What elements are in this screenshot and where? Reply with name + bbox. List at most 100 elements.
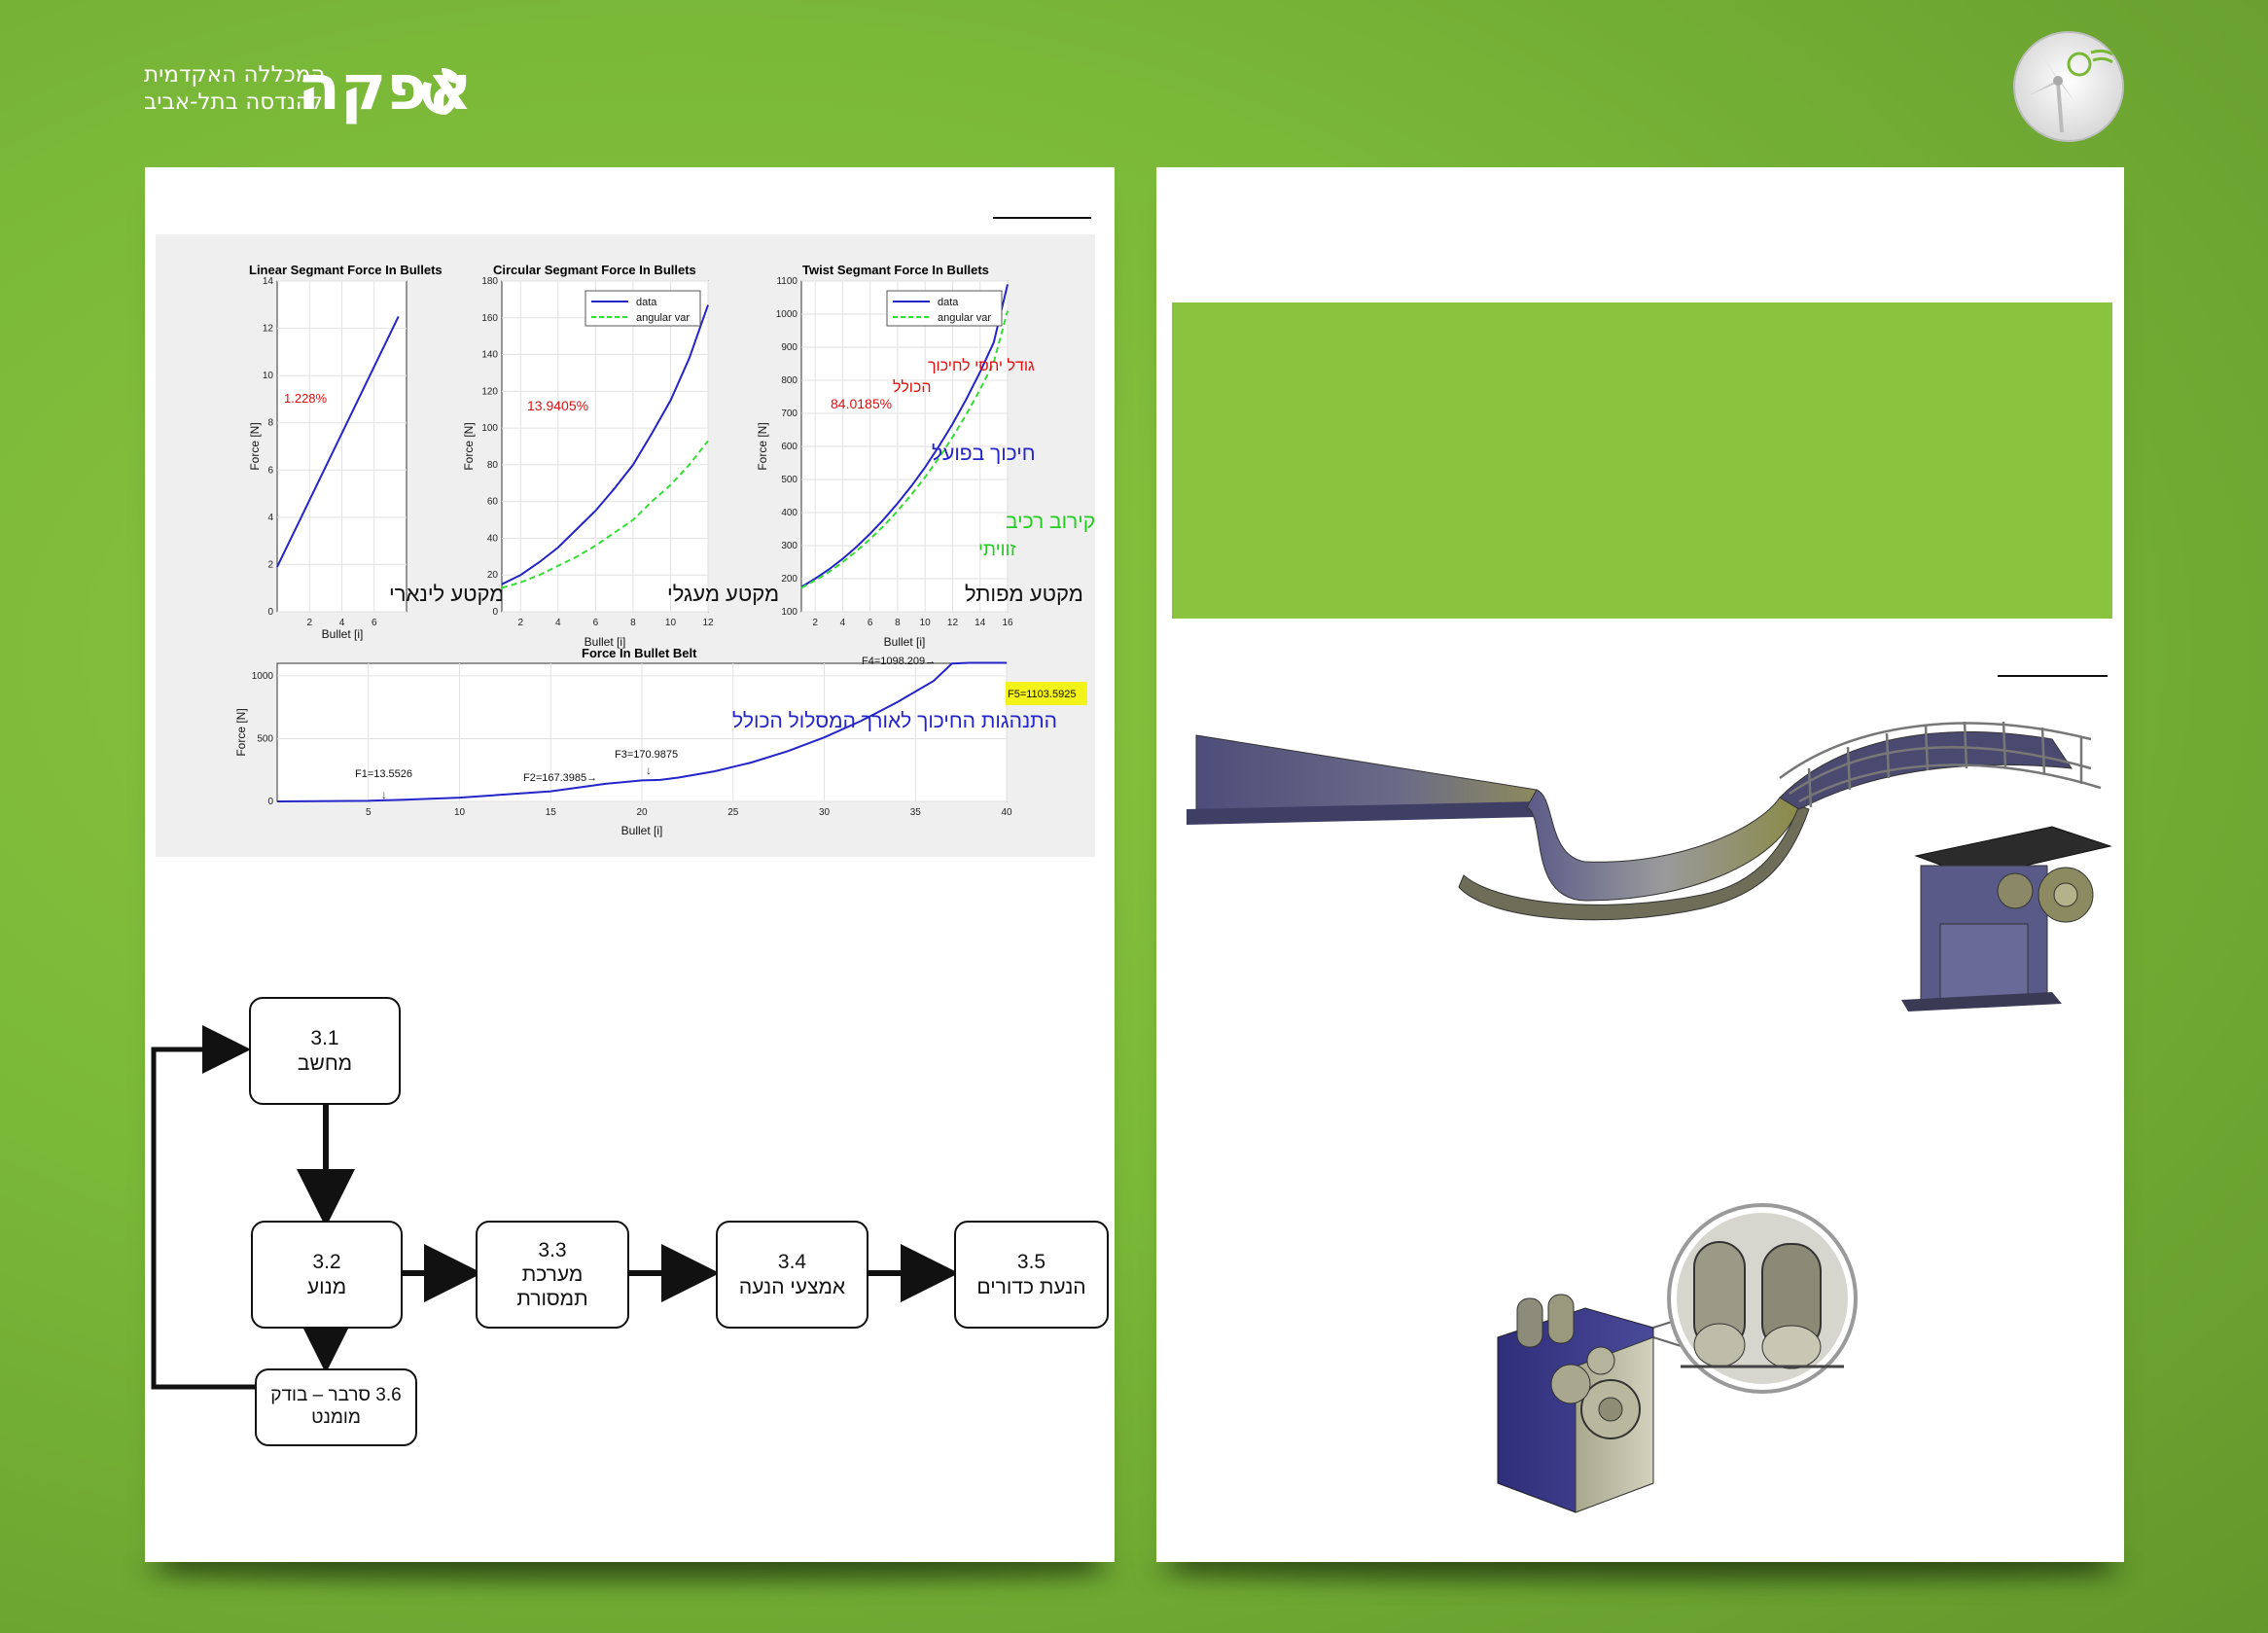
twist-ytick: 500 — [781, 475, 797, 485]
box-32-label: מנוע — [306, 1275, 347, 1298]
box-31-label: מחשב — [297, 1051, 353, 1075]
twist-annotation-line1: גודל יחסי לחיכוך — [928, 357, 1035, 374]
circular-ytick: 20 — [487, 570, 499, 581]
belt-xtick: 5 — [366, 807, 372, 818]
logo-line2: להנדסה בתל-אביב — [144, 89, 324, 115]
twist-xtick: 2 — [812, 618, 818, 628]
twist-ytick: 300 — [781, 541, 797, 551]
linear-series-data — [276, 315, 400, 568]
feedback-loop — [151, 1025, 255, 1390]
belt-xtick: 40 — [1001, 807, 1012, 818]
linear-chart-title: Linear Segmant Force In Bullets — [249, 263, 443, 277]
belt-description: התנהגות החיכוך לאורך המסלול הכולל — [732, 710, 1057, 732]
circular-ytick: 0 — [492, 607, 498, 618]
box-transmission: 3.3 מערכת תמסורת — [476, 1221, 629, 1329]
belt-xlabel: Bullet [i] — [621, 824, 663, 837]
linear-ytick: 8 — [267, 418, 273, 429]
right-heading-rule — [1998, 675, 2108, 677]
twist-annotation-line2: הכולל — [893, 378, 932, 396]
linear-ytick: 4 — [267, 513, 273, 523]
twist-ytick: 400 — [781, 508, 797, 518]
twist-legend: data angular var — [886, 290, 1003, 327]
twist-ytick: 900 — [781, 342, 797, 353]
belt-f3-arrow: ↓ — [646, 763, 652, 777]
linear-ytick: 14 — [263, 276, 274, 287]
green-highlight-block — [1172, 302, 2112, 619]
circular-xlabel: Bullet [i] — [585, 635, 626, 649]
circular-series-data — [501, 304, 709, 586]
twist-xlabel: Bullet [i] — [884, 635, 926, 649]
linear-xtick: 4 — [339, 618, 345, 628]
box-33-label1: מערכת — [521, 1262, 584, 1286]
box-31-number: 3.1 — [310, 1027, 339, 1050]
circular-percent: 13.9405% — [527, 398, 588, 413]
twist-ytick: 700 — [781, 408, 797, 419]
twist-xtick: 10 — [920, 618, 932, 628]
box-ball-drive: 3.5 הנעת כדורים — [954, 1221, 1109, 1329]
left-heading-rule — [993, 217, 1091, 219]
college-logo: המכללה האקדמית להנדסה בתל-אביב אפקה — [144, 53, 473, 126]
belt-f1-arrow: ↓ — [381, 788, 387, 801]
box-34-number: 3.4 — [777, 1251, 807, 1274]
twist-xtick: 12 — [947, 618, 959, 628]
belt-xtick: 10 — [454, 807, 466, 818]
circular-xtick: 10 — [665, 618, 677, 628]
circular-series-angular-var — [501, 440, 709, 589]
twist-xtick: 8 — [895, 618, 901, 628]
twist-segment-label: מקטע מפותל — [965, 582, 1083, 606]
circular-ytick: 60 — [487, 497, 499, 508]
circular-ytick: 40 — [487, 533, 499, 544]
belt-ytick: 0 — [267, 797, 273, 807]
linear-segment-label: מקטע לינארי — [389, 582, 504, 606]
twist-ytick: 1000 — [776, 309, 798, 320]
box-servo-torque: 3.6 סרבר – בודק מומנט — [255, 1368, 417, 1446]
twist-legend-data: data — [938, 297, 959, 308]
linear-ytick: 0 — [267, 607, 273, 618]
linear-ytick: 10 — [263, 371, 274, 381]
box-33-label2: תמסורת — [516, 1288, 588, 1311]
belt-xtick: 25 — [727, 807, 739, 818]
twist-ytick: 800 — [781, 375, 797, 386]
linear-ytick: 6 — [267, 465, 273, 476]
twist-ytick: 1100 — [776, 276, 797, 287]
twist-actual-friction: חיכוך בפועל — [932, 443, 1036, 465]
box-35-number: 3.5 — [1016, 1251, 1046, 1274]
twist-percent: 84.0185% — [831, 396, 892, 411]
circular-xtick: 2 — [517, 618, 523, 628]
twist-ytick: 600 — [781, 442, 797, 452]
box-36-label2: מומנט — [311, 1407, 361, 1428]
belt-f1: F1=13.5526 — [355, 768, 412, 780]
circular-ytick: 100 — [481, 423, 498, 434]
circular-legend-data: data — [636, 297, 657, 308]
wind-turbine-emblem — [2011, 31, 2126, 142]
twist-ylabel: Force [N] — [756, 422, 769, 470]
circular-ytick: 180 — [481, 276, 498, 287]
box-32-number: 3.2 — [312, 1251, 341, 1274]
leaf-icon — [422, 68, 460, 115]
logo-line1: המכללה האקדמית — [144, 62, 326, 88]
box-drive-means: 3.4 אמצעי הנעה — [716, 1221, 868, 1329]
circular-chart-title: Circular Segmant Force In Bullets — [493, 263, 696, 277]
belt-ytick: 500 — [257, 733, 273, 744]
twist-xtick: 6 — [868, 618, 873, 628]
box-33-number: 3.3 — [538, 1238, 567, 1261]
circular-ylabel: Force [N] — [462, 422, 476, 470]
belt-ylabel: Force [N] — [234, 708, 248, 756]
linear-percent: 1.228% — [284, 391, 328, 406]
twist-xtick: 16 — [1002, 618, 1013, 628]
box-35-label: הנעת כדורים — [976, 1275, 1086, 1298]
twist-ytick: 200 — [781, 574, 797, 585]
belt-f4: F4=1098.209→ — [862, 656, 936, 667]
circular-legend: data angular var — [585, 290, 701, 327]
belt-chart-title: Force In Bullet Belt — [582, 646, 697, 660]
linear-xlabel: Bullet [i] — [322, 627, 364, 641]
belt-f5: F5=1103.5925 — [1008, 689, 1076, 700]
gearbox-detail-render — [1497, 1203, 1858, 1513]
twist-series-data — [800, 284, 1009, 588]
circular-ytick: 80 — [487, 460, 499, 471]
